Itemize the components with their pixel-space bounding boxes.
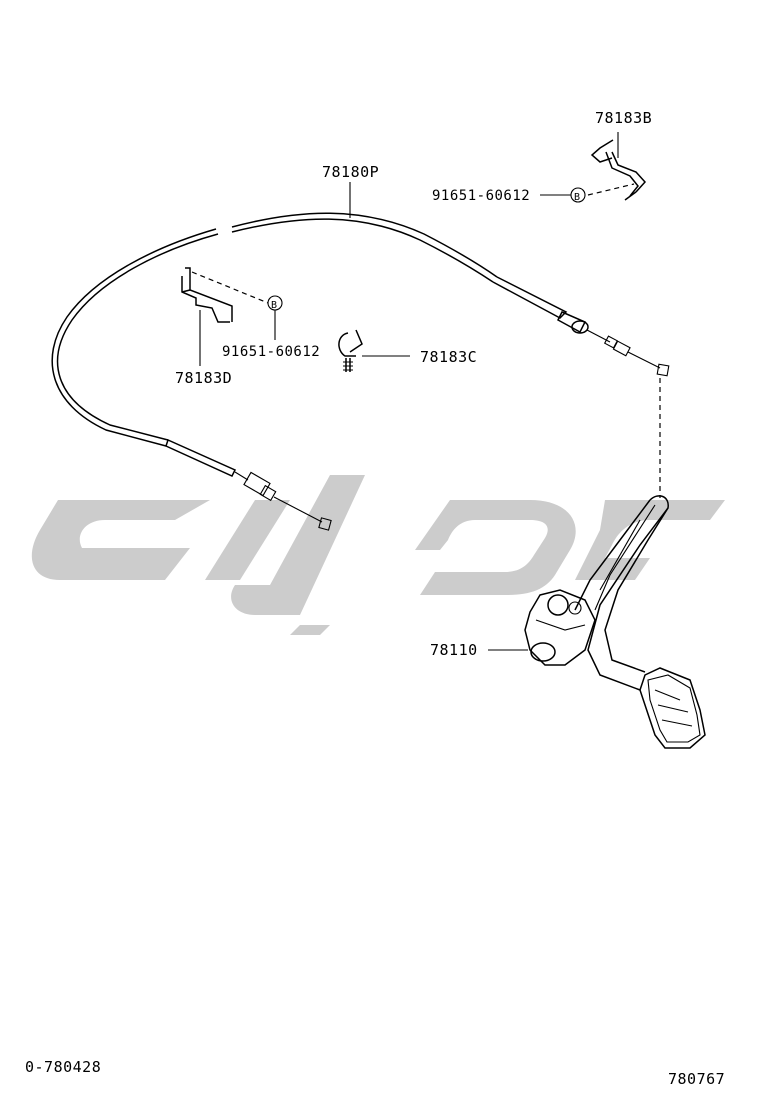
label-78183b: 78183B bbox=[595, 109, 652, 127]
callout-letter-b-left: B bbox=[271, 300, 278, 311]
callout-letter-b-right: B bbox=[574, 192, 581, 203]
watermark-logo bbox=[31, 475, 725, 635]
footer-left-code: 0-780428 bbox=[25, 1058, 101, 1076]
bracket-icon: B bbox=[181, 267, 283, 366]
cable-icon bbox=[51, 182, 670, 531]
bolt-icon: B bbox=[540, 187, 586, 203]
clip-icon bbox=[338, 329, 410, 372]
label-78180p: 78180P bbox=[322, 163, 379, 181]
pedal-icon bbox=[488, 495, 706, 749]
label-78183d: 78183D bbox=[175, 369, 232, 387]
label-bolt-right: 91651-60612 bbox=[432, 188, 530, 204]
label-bolt-left: 91651-60612 bbox=[222, 344, 320, 360]
label-78110: 78110 bbox=[430, 641, 478, 659]
footer-right-code: 780767 bbox=[668, 1070, 725, 1088]
label-78183c: 78183C bbox=[420, 348, 477, 366]
clamp-icon bbox=[587, 132, 647, 201]
